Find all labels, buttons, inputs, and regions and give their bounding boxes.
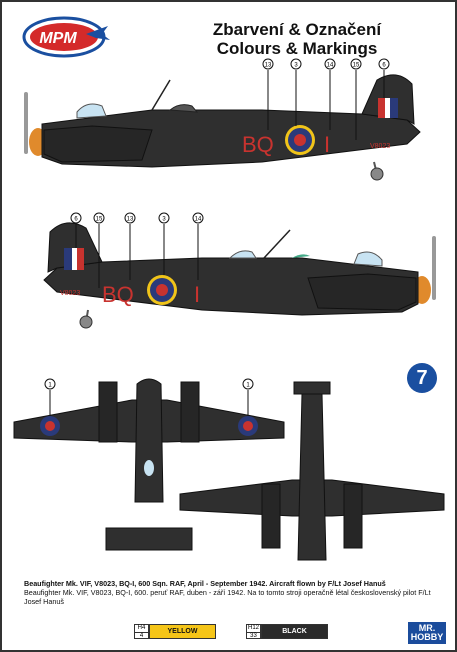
svg-text:14: 14: [195, 217, 202, 223]
individual-letter: I: [324, 132, 330, 157]
callout-14: 14: [192, 212, 204, 280]
top-view: 1 1: [13, 378, 285, 551]
svg-text:3: 3: [162, 217, 166, 223]
svg-text:15: 15: [96, 217, 103, 223]
logo-text: MPM: [39, 30, 77, 47]
serial-number: V8023: [60, 290, 80, 297]
callout-3: 3: [158, 212, 170, 275]
callout-14: 14: [324, 58, 336, 130]
individual-letter: I: [194, 282, 200, 307]
title-czech: Zbarvení & Označení: [212, 20, 382, 39]
code-letters: BQ: [102, 282, 134, 307]
svg-text:14: 14: [327, 63, 334, 69]
svg-text:13: 13: [127, 217, 134, 223]
caption-english: Beaufighter Mk. VIF, V8023, BQ-I, 600 Sq…: [24, 579, 386, 588]
scheme-number-badge: 7: [407, 363, 437, 393]
svg-text:15: 15: [353, 63, 360, 69]
mpm-logo: MPM: [22, 16, 110, 58]
callout-15: 15: [350, 58, 362, 140]
callout-3: 3: [290, 58, 302, 126]
callout-13: 13: [124, 212, 136, 280]
callout-6: 6: [378, 58, 390, 98]
svg-text:6: 6: [74, 217, 78, 223]
paint-code-bottom: 4: [139, 633, 144, 639]
side-view-left: BQ I V8023 13 3 14 15 6: [24, 58, 421, 181]
paint-name: BLACK: [261, 624, 328, 639]
svg-text:6: 6: [382, 63, 386, 69]
propeller-blade: [24, 92, 28, 154]
paint-swatch-yellow: H4 4 YELLOW: [134, 624, 216, 639]
svg-text:13: 13: [265, 63, 272, 69]
aircraft-caption: Beaufighter Mk. VIF, V8023, BQ-I, 600 Sq…: [24, 579, 444, 606]
callout-13: 13: [262, 58, 274, 130]
mr-hobby-logo: MR. HOBBY: [408, 622, 446, 644]
svg-text:1: 1: [48, 383, 52, 389]
caption-czech: Beaufighter Mk. VIF, V8023, BQ-I, 600. p…: [24, 588, 431, 606]
svg-text:3: 3: [294, 63, 298, 69]
title-english: Colours & Markings: [216, 39, 378, 58]
bottom-view: [179, 381, 445, 561]
svg-text:1: 1: [246, 383, 250, 389]
propeller-blade: [432, 236, 436, 300]
paint-code-top: H12: [247, 625, 260, 633]
paint-name: YELLOW: [149, 624, 216, 639]
jet-icon: [86, 26, 110, 40]
callout-6: 6: [70, 212, 82, 248]
callout-15: 15: [93, 212, 105, 288]
callout-1-left: 1: [44, 378, 56, 416]
paint-code-bottom: 33: [250, 633, 257, 639]
code-letters: BQ: [242, 132, 274, 157]
page-title: Zbarvení & Označení Colours & Markings: [152, 20, 442, 58]
aircraft-drawings: BQ I V8023 13 3 14 15 6: [13, 58, 445, 561]
callout-1-right: 1: [242, 378, 254, 416]
paint-code-top: H4: [135, 625, 148, 633]
paint-swatch-black: H12 33 BLACK: [246, 624, 328, 639]
serial-number: V8023: [370, 143, 390, 150]
side-view-right: BQ I V8023 6 15 13 3 14: [43, 212, 436, 329]
